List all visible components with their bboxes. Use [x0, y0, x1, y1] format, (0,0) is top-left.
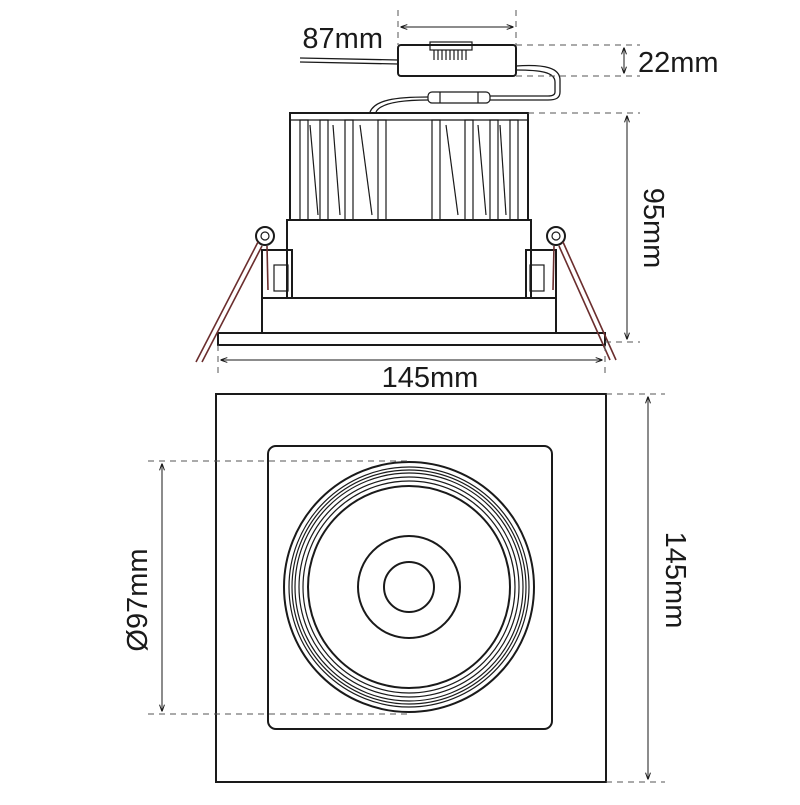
body-height-label: 95mm — [637, 188, 669, 269]
driver-length-label: 87mm — [302, 23, 383, 55]
dim-reflector-diameter: Ø97mm — [122, 460, 409, 715]
reflector — [283, 461, 535, 713]
dim-trim-height: 145mm — [606, 393, 691, 783]
driver-height-label: 22mm — [638, 47, 719, 79]
trim-width-label: 145mm — [382, 362, 479, 394]
heatsink — [289, 112, 529, 221]
led-module — [383, 561, 435, 613]
mounting-springs — [195, 226, 617, 363]
front-view — [215, 393, 607, 783]
lens-outer-ring — [357, 535, 461, 639]
side-view — [195, 41, 617, 363]
dim-body-height: 95mm — [528, 112, 669, 343]
dim-driver-height: 22mm — [516, 44, 719, 79]
housing — [261, 219, 557, 334]
reflector-diameter-label: Ø97mm — [122, 548, 154, 651]
inner-frame — [267, 445, 553, 730]
dim-trim-width: 145mm — [217, 345, 606, 394]
driver-box — [299, 41, 561, 113]
outer-trim — [215, 393, 607, 783]
trim-height-label: 145mm — [659, 532, 691, 629]
dim-driver-length: 87mm — [302, 10, 517, 55]
trim-plate — [217, 332, 606, 346]
